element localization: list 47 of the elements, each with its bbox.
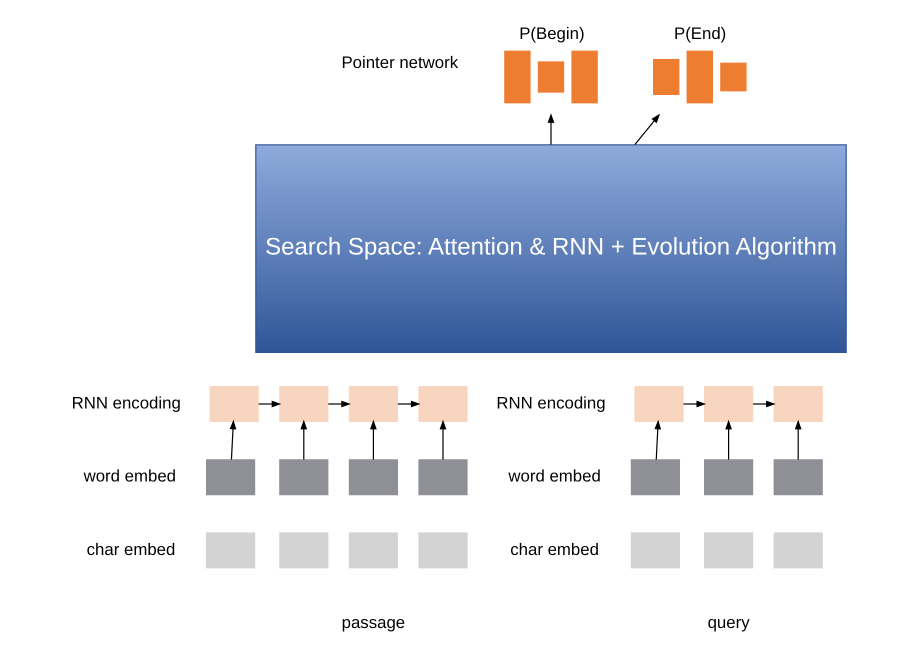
arrow — [370, 420, 376, 460]
arrow — [682, 400, 706, 408]
label: word embed — [83, 466, 176, 486]
node-box — [206, 459, 255, 496]
node-box — [773, 459, 822, 496]
node-box: Search Space: Attention & RNN + Evolution Algorithm — [254, 144, 846, 353]
node-box — [630, 459, 680, 496]
label: char embed — [86, 540, 175, 559]
node-box — [348, 386, 398, 422]
arrow — [300, 420, 307, 460]
arrow — [752, 400, 776, 408]
label: RNN encoding — [496, 393, 606, 412]
node-label: P(End) — [674, 24, 726, 43]
node-box — [773, 532, 822, 568]
arrow — [229, 420, 236, 460]
arrow — [258, 400, 281, 408]
label: RNN encoding — [71, 393, 180, 412]
arrow — [654, 420, 661, 460]
node-box — [630, 532, 680, 568]
arrow — [439, 420, 446, 460]
node-box — [278, 532, 328, 568]
node-box — [418, 459, 468, 496]
label: passage — [341, 613, 405, 632]
label: char embed — [510, 540, 598, 559]
node-box — [278, 386, 328, 422]
arrow — [397, 400, 420, 408]
node-box — [773, 386, 822, 422]
node-box — [704, 459, 753, 496]
label: query — [707, 613, 750, 632]
node-label: P(Begin) — [518, 24, 584, 43]
arrow — [794, 420, 802, 460]
arrow — [547, 113, 554, 144]
arrow — [634, 114, 660, 145]
node-box — [348, 459, 398, 496]
node-box — [206, 532, 255, 568]
node-box — [209, 386, 258, 422]
arrow — [328, 400, 350, 408]
node-box — [634, 386, 684, 422]
node-box — [348, 532, 398, 568]
label: Pointer network — [340, 53, 458, 72]
arrow — [724, 420, 732, 460]
node-box — [418, 532, 468, 568]
node-box — [418, 386, 468, 422]
label: word embed — [508, 466, 600, 486]
node-box — [278, 459, 328, 496]
node-box — [704, 532, 753, 568]
node-box — [704, 386, 753, 422]
